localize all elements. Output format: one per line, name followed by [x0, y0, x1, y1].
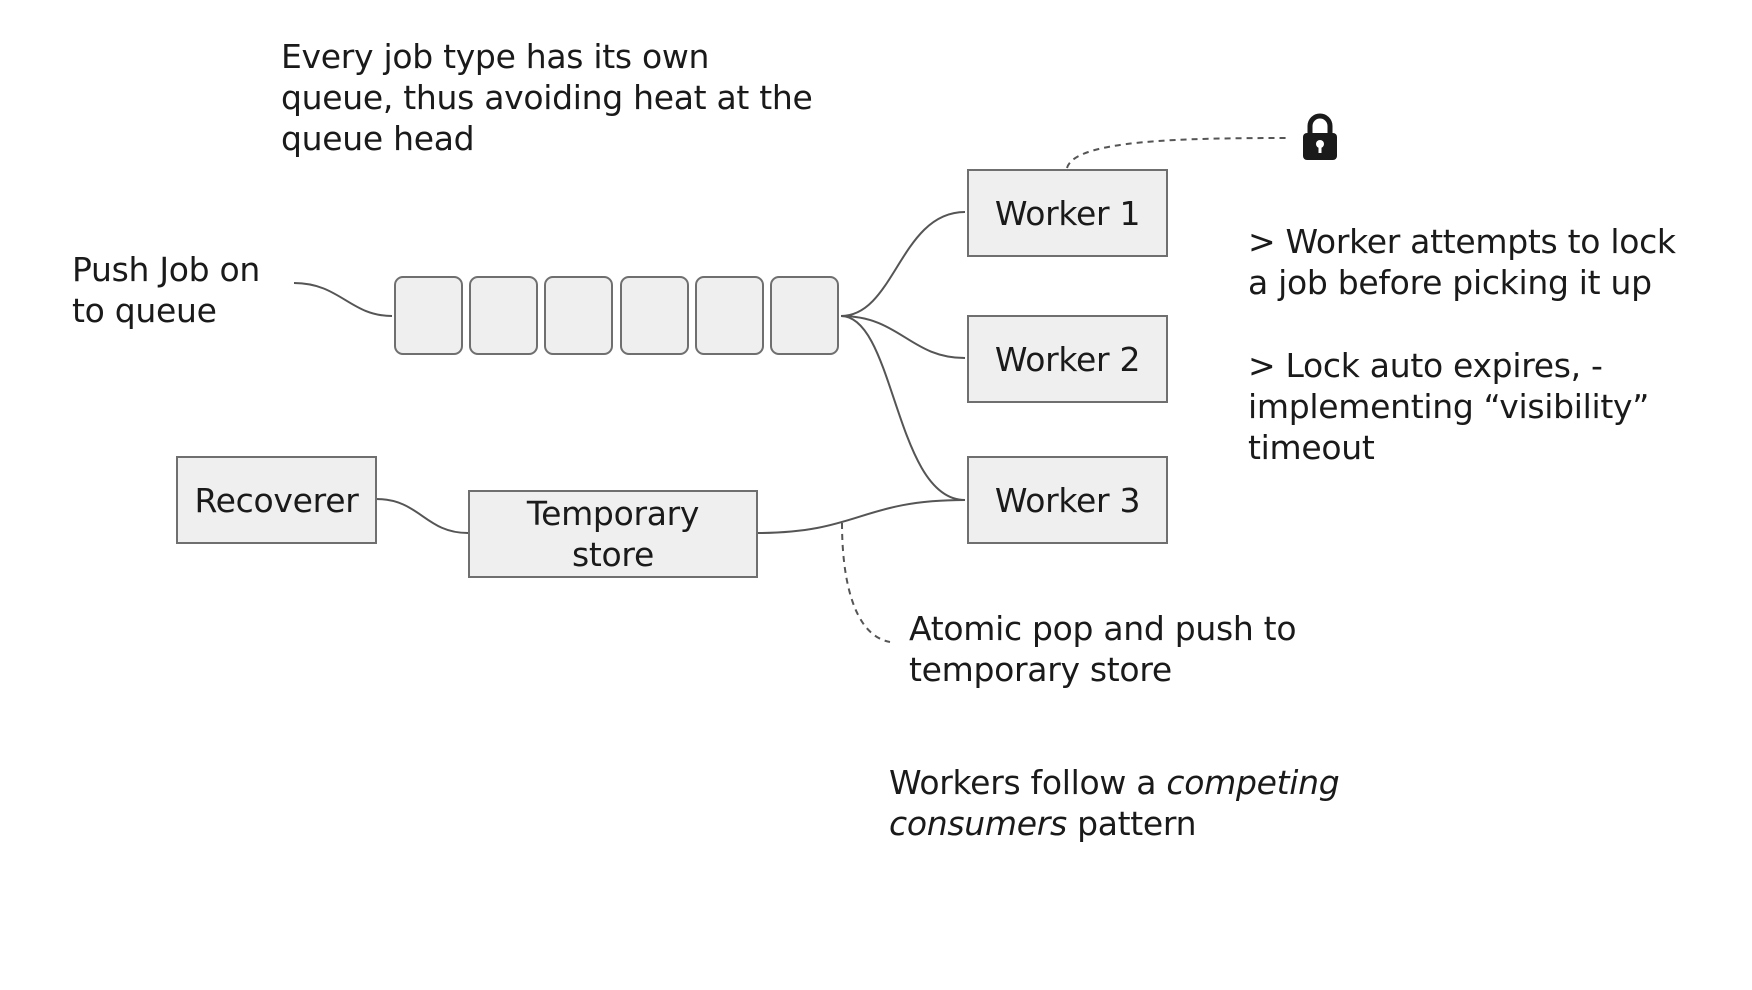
lock-dashed-connector: [1066, 137, 1291, 169]
pattern-suffix: pattern: [1066, 804, 1197, 843]
worker-2-box: Worker 2: [967, 315, 1168, 403]
lock-icon: [1303, 113, 1337, 160]
queue-slot: [695, 276, 764, 355]
temporary-store-box: Temporary store: [468, 490, 758, 578]
lock-expire-note: > Lock auto expires, - implementing “vis…: [1248, 346, 1650, 467]
queue-slot: [394, 276, 463, 355]
push-connector: [293, 282, 393, 317]
worker-1-box: Worker 1: [967, 169, 1168, 257]
queue-note: Every job type has its own queue, thus a…: [281, 37, 813, 158]
competing-consumers-note: Workers follow a competing consumers pat…: [889, 762, 1340, 844]
recoverer-box: Recoverer: [176, 456, 377, 544]
worker-3-box: Worker 3: [967, 456, 1168, 544]
queue-slot: [620, 276, 689, 355]
queue-slot: [770, 276, 839, 355]
lock-note: > Worker attempts to lock a job before p…: [1248, 222, 1676, 302]
queue-slot: [469, 276, 538, 355]
atomic-dashed-connector: [841, 522, 891, 643]
queue-to-worker3-connector: [840, 315, 966, 501]
atomic-pop-note: Atomic pop and push to temporary store: [909, 609, 1297, 689]
queue-slot: [544, 276, 613, 355]
push-job-note: Push Job on to queue: [72, 250, 260, 330]
queue-to-worker2-connector: [840, 315, 966, 359]
store-to-recoverer-connector: [375, 498, 469, 534]
queue-to-worker1-connector: [840, 211, 966, 317]
worker3-to-store-connector: [755, 499, 966, 534]
pattern-prefix: Workers follow a: [889, 763, 1167, 802]
pattern-emphasis: competing consumers: [889, 763, 1340, 843]
